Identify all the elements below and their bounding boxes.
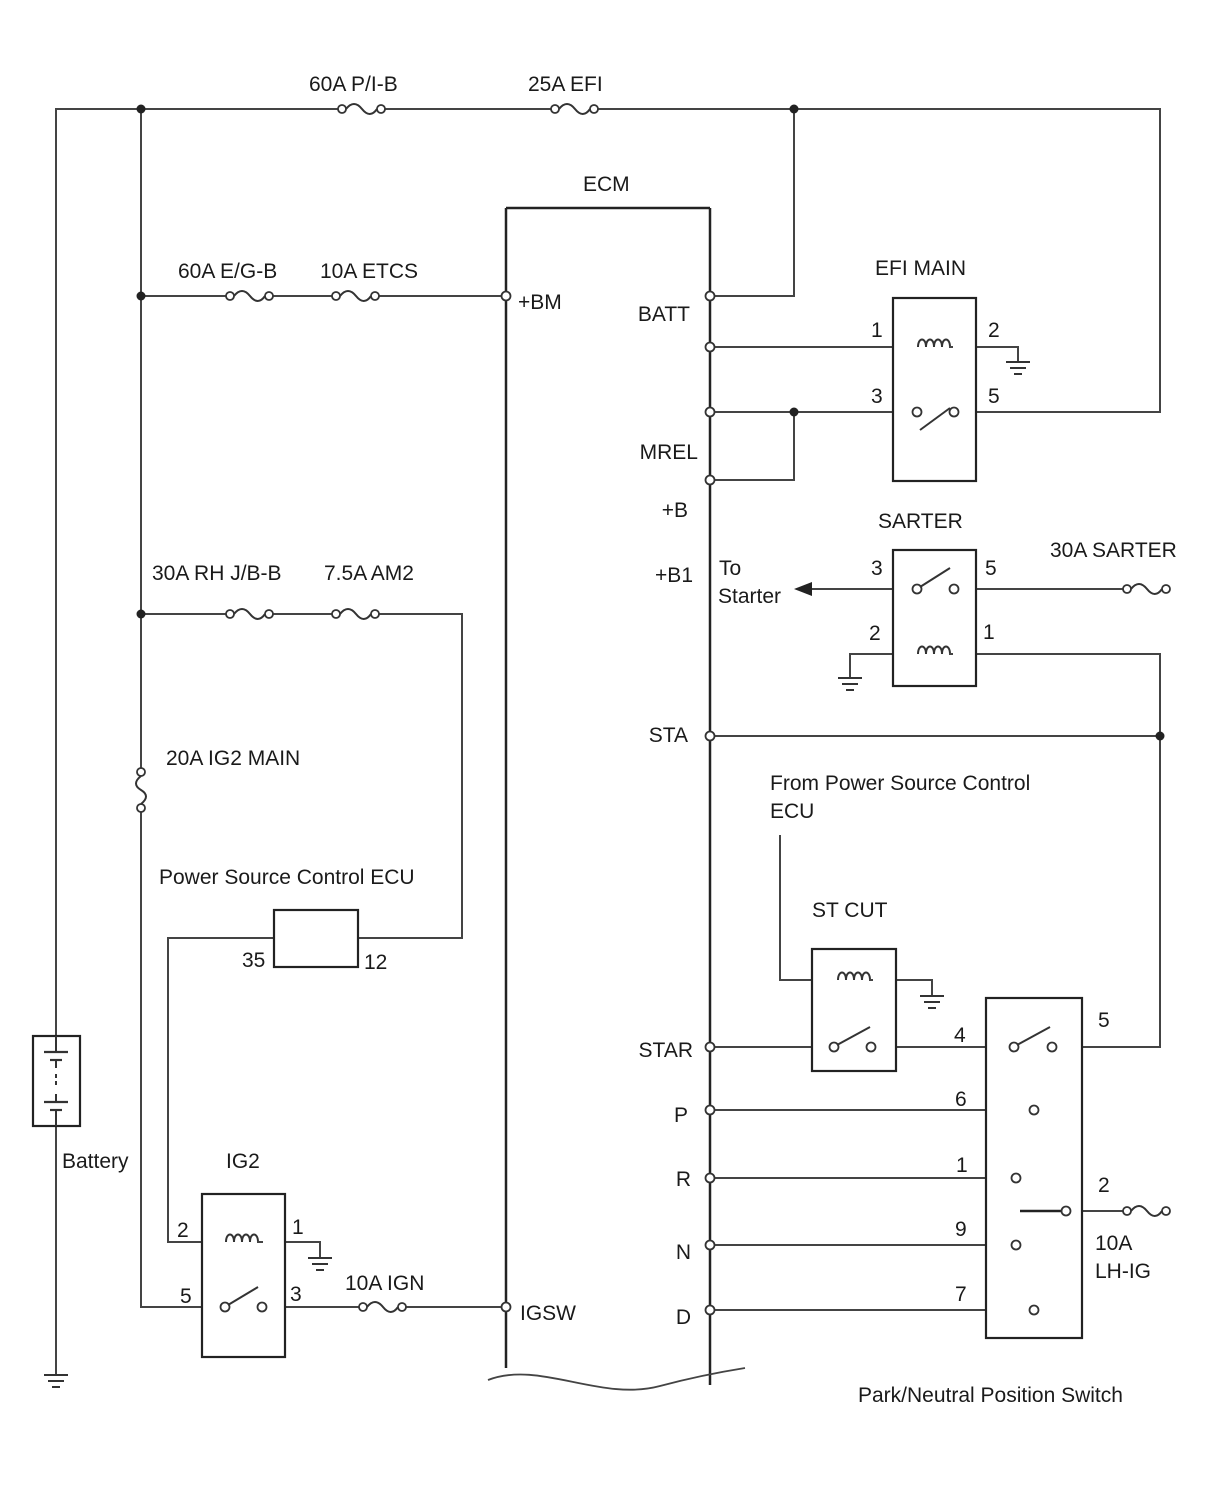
ig2-pin-1: 1: [292, 1216, 304, 1239]
fuse-icons: [135, 103, 1171, 1313]
ecm-terminals: [500, 290, 716, 1316]
to-starter-arrow-icon: [794, 582, 812, 596]
pnp-switch-title: Park/Neutral Position Switch: [858, 1384, 1123, 1407]
power-source-ecu-pin-35: 35: [242, 949, 265, 972]
st-cut-relay: [810, 947, 898, 1073]
ecm-pin-p: P: [674, 1104, 688, 1127]
ground-sarter-icon: [838, 677, 862, 691]
from-psecu-line1: From Power Source Control: [770, 772, 1030, 795]
sarter-relay: [891, 548, 978, 688]
pnp-switch: [984, 996, 1084, 1340]
wires: [55, 108, 1161, 1376]
pnp-pin-9: 9: [955, 1218, 967, 1241]
power-source-ecu-title: Power Source Control ECU: [159, 866, 415, 889]
ecm-pin-n: N: [676, 1241, 691, 1264]
efi-main-pin-3: 3: [871, 385, 883, 408]
fuse-lhig-name-label: LH-IG: [1095, 1260, 1151, 1283]
st-cut-title: ST CUT: [812, 899, 888, 922]
ig2-relay: [200, 1192, 287, 1359]
pnp-pin-7: 7: [955, 1283, 967, 1306]
fuse-ig2main-icon: [135, 767, 147, 813]
efi-main-pin-1: 1: [871, 319, 883, 342]
ecm-pin-sta: STA: [649, 724, 688, 747]
fuse-ign-label: 10A IGN: [345, 1272, 424, 1295]
ecm-pin-d: D: [676, 1306, 691, 1329]
junction-dots: [136, 104, 1165, 741]
ecm-pin-bm: +BM: [518, 291, 562, 314]
ecm-pin-b1: +B1: [655, 564, 693, 587]
efi-main-pin-2: 2: [988, 319, 1000, 342]
labels: 60A P/I-B 25A EFI 60A E/G-B 10A ETCS 30A…: [62, 73, 1177, 1407]
fuse-ig2main-label: 20A IG2 MAIN: [166, 747, 300, 770]
ig2-pin-5: 5: [180, 1285, 192, 1308]
ecm-title: ECM: [583, 173, 630, 196]
fuse-rhjb-icon: [225, 608, 274, 620]
fuse-egb-icon: [225, 290, 274, 302]
fuse-am2-label: 7.5A AM2: [324, 562, 414, 585]
efi-main-coil-icon: [917, 338, 951, 348]
ground-ig2-icon: [308, 1257, 332, 1271]
battery-label: Battery: [62, 1150, 129, 1173]
ground-battery-icon: [44, 1374, 68, 1388]
ig2-pin-2: 2: [177, 1219, 189, 1242]
ground-efi-main-icon: [1006, 361, 1030, 375]
fuse-sarter-label: 30A SARTER: [1050, 539, 1177, 562]
pnp-pin-2: 2: [1098, 1174, 1110, 1197]
fuse-lhig-icon: [1122, 1205, 1171, 1217]
st-cut-switch-icon: [828, 1026, 877, 1053]
fuse-efi-label: 25A EFI: [528, 73, 603, 96]
st-cut-coil-icon: [837, 971, 871, 981]
power-source-ecu-box: [272, 908, 360, 969]
ecm-pin-star: STAR: [639, 1039, 693, 1062]
efi-main-switch-icon: [911, 406, 960, 431]
ecm-pin-mrel: MREL: [640, 441, 698, 464]
ground-icons: [44, 361, 1030, 1388]
pnp-pin-5: 5: [1098, 1009, 1110, 1032]
ecm-pin-b: +B: [662, 499, 688, 522]
from-psecu-line2: ECU: [770, 800, 814, 823]
sarter-title: SARTER: [878, 510, 963, 533]
sarter-pin-2: 2: [869, 622, 881, 645]
sarter-pin-1: 1: [983, 621, 995, 644]
pnp-pin-1: 1: [956, 1154, 968, 1177]
ig2-coil-icon: [225, 1233, 259, 1243]
ecm-pin-batt: BATT: [638, 303, 690, 326]
to-starter-line1: To: [719, 557, 741, 580]
battery-icon: [31, 1034, 82, 1128]
fuse-etcs-icon: [331, 290, 380, 302]
pnp-pin-4: 4: [954, 1024, 966, 1047]
efi-main-pin-5: 5: [988, 385, 1000, 408]
fuse-efi-icon: [550, 103, 599, 115]
ig2-title: IG2: [226, 1150, 260, 1173]
ground-st-cut-icon: [920, 995, 944, 1009]
sarter-switch-icon: [911, 567, 960, 595]
efi-main-relay: [891, 296, 978, 483]
fuse-am2-icon: [331, 608, 380, 620]
sarter-pin-3: 3: [871, 557, 883, 580]
ecm-pin-igsw: IGSW: [520, 1302, 576, 1325]
fuse-ign-icon: [358, 1301, 407, 1313]
fuse-egb-label: 60A E/G-B: [178, 260, 277, 283]
power-source-ecu-pin-12: 12: [364, 951, 387, 974]
fuse-rhjb-label: 30A RH J/B-B: [152, 562, 282, 585]
sarter-pin-5: 5: [985, 557, 997, 580]
ecm-pin-r: R: [676, 1168, 691, 1191]
efi-main-title: EFI MAIN: [875, 257, 966, 280]
fuse-pib-icon: [337, 103, 386, 115]
fuse-sarter-icon: [1122, 583, 1171, 595]
pnp-star-switch-icon: [1008, 1026, 1058, 1053]
ig2-switch-icon: [219, 1286, 268, 1313]
pnp-pin-6: 6: [955, 1088, 967, 1111]
to-starter-line2: Starter: [718, 585, 781, 608]
ecm-box: [487, 206, 746, 1391]
ig2-pin-3: 3: [290, 1283, 302, 1306]
fuse-etcs-label: 10A ETCS: [320, 260, 418, 283]
fuse-lhig-amp-label: 10A: [1095, 1232, 1132, 1255]
fuse-pib-label: 60A P/I-B: [309, 73, 398, 96]
sarter-coil-icon: [917, 645, 951, 655]
